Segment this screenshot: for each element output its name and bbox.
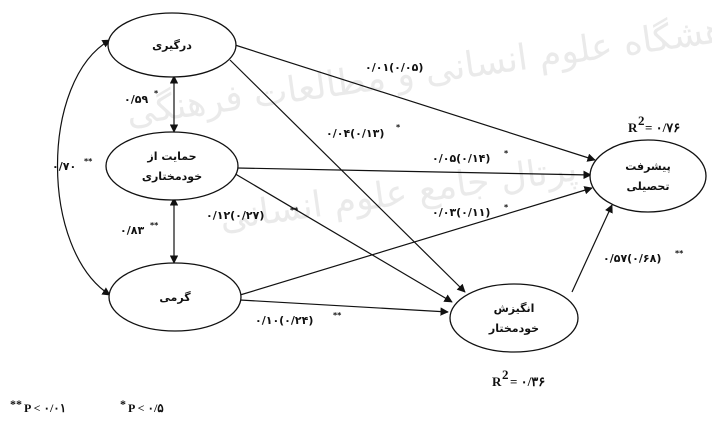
sig-warmth-achievement: * (504, 203, 509, 212)
label-motivation-achievement: ۰/۵۷(۰/۶۸) ** (603, 249, 684, 265)
edge-engagement-motivation (229, 59, 466, 293)
label-warmth-motivation: ۰/۱۰(۰/۲۴) ** (255, 311, 342, 327)
node-achievement: پیشرفت تحصیلی (589, 139, 707, 213)
r2-achievement-exponent: 2 (638, 113, 645, 128)
r2-motivation-label: R (492, 374, 502, 389)
coef-engagement-achievement: ۰/۰۱(۰/۰۵) (365, 61, 423, 74)
label-engagement-achievement: ۰/۰۱(۰/۰۵) (365, 61, 423, 74)
coef-corr-engagement-warmth: ۰/۷۰ (52, 160, 76, 173)
node-warmth-label: گرمی (159, 291, 191, 304)
label-corr-engagement-warmth: ۰/۷۰ ** (52, 157, 93, 173)
sig-autonomy-motivation: ** (290, 206, 299, 215)
edge-engagement-achievement (234, 44, 596, 162)
sig-warmth-motivation: ** (333, 311, 342, 320)
node-engagement: درگیری (107, 12, 237, 78)
coef-corr-autonomy-warmth: ۰/۸۳ (120, 224, 144, 237)
coef-motivation-achievement: ۰/۵۷(۰/۶۸) (603, 252, 661, 265)
node-achievement-label-1: پیشرفت (625, 160, 671, 173)
coef-warmth-motivation: ۰/۱۰(۰/۲۴) (255, 314, 313, 327)
sig-motivation-achievement: ** (675, 249, 684, 258)
corr-engagement-warmth (57, 39, 111, 296)
edge-autonomy-motivation (231, 171, 453, 303)
r2-achievement: R 2 = ۰/۷۶ (628, 113, 680, 135)
r2-motivation-exponent: 2 (502, 367, 509, 382)
node-engagement-label: درگیری (152, 39, 192, 52)
sig-engagement-motivation: * (396, 123, 401, 132)
node-warmth: گرمی (108, 262, 242, 332)
node-motivation: انگیزش خودمختار (449, 283, 579, 353)
coef-warmth-achievement: ۰/۰۳(۰/۱۱) (432, 206, 490, 219)
node-motivation-label-2: خودمختار (488, 322, 539, 335)
label-autonomy-achievement: ۰/۰۵(۰/۱۴) * (432, 149, 509, 165)
edge-autonomy-achievement (236, 167, 592, 180)
sig-autonomy-achievement: * (504, 149, 509, 158)
watermark-line-2: پرتال جامع علوم انسانی (217, 148, 580, 239)
legend-two-star-text: P < ۰/۰۱ (24, 401, 66, 415)
label-warmth-achievement: ۰/۰۳(۰/۱۱) * (432, 203, 509, 219)
r2-motivation: R 2 = ۰/۳۶ (492, 367, 545, 389)
coef-autonomy-motivation: ۰/۱۲(۰/۲۷) (206, 209, 264, 222)
sig-corr-autonomy-warmth: ** (150, 221, 159, 230)
label-corr-engagement-autonomy: ۰/۵۹ * (124, 89, 159, 106)
legend-one-star-mark: * (120, 397, 126, 411)
significance-legend: ** P < ۰/۰۱ * P < ۰/۵ (10, 397, 164, 415)
coef-autonomy-achievement: ۰/۰۵(۰/۱۴) (432, 152, 490, 165)
edge-motivation-achievement (571, 204, 613, 293)
sig-corr-engagement-warmth: ** (84, 157, 93, 166)
sig-corr-engagement-autonomy: * (154, 89, 159, 98)
coef-corr-engagement-autonomy: ۰/۵۹ (124, 93, 148, 106)
legend-one-star-text: P < ۰/۵ (128, 401, 164, 415)
node-autonomy-support: حمایت از خودمختاری (105, 131, 239, 201)
r2-motivation-value: = ۰/۳۶ (510, 374, 545, 389)
r2-achievement-label: R (628, 120, 638, 135)
legend-two-star-mark: ** (10, 397, 22, 411)
edge-warmth-achievement (239, 186, 593, 296)
r2-achievement-value: = ۰/۷۶ (645, 120, 680, 135)
node-autonomy-label-2: خودمختاری (142, 170, 202, 183)
label-engagement-motivation: ۰/۰۴(۰/۱۳) * (326, 123, 401, 140)
node-achievement-label-2: تحصیلی (626, 180, 669, 193)
label-autonomy-motivation: ۰/۱۲(۰/۲۷) ** (206, 206, 299, 222)
label-corr-autonomy-warmth: ۰/۸۳ ** (120, 221, 159, 237)
edge-warmth-motivation (239, 299, 449, 316)
coef-engagement-motivation: ۰/۰۴(۰/۱۳) (326, 127, 384, 140)
node-autonomy-label-1: حمایت از (146, 150, 196, 163)
node-motivation-label-1: انگیزش (494, 302, 535, 315)
